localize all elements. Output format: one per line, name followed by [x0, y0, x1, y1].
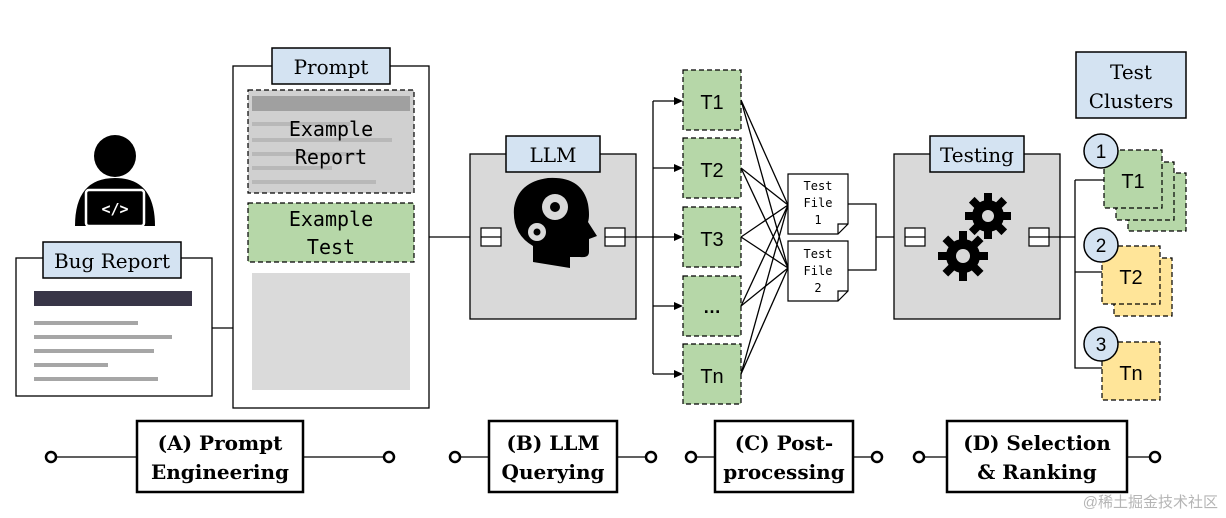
svg-text:T3: T3	[700, 229, 723, 251]
bug-report-label: Bug Report	[54, 249, 170, 273]
svg-text:Example: Example	[289, 117, 373, 141]
stage-a: (A) Prompt Engineering	[44, 419, 396, 494]
bug-report-slot	[252, 273, 410, 390]
prompt-label-box	[271, 47, 391, 85]
stage-a-line1: (A) Prompt	[158, 431, 283, 455]
testing-panel: Testing	[893, 135, 1061, 320]
rank-badge-2	[1083, 227, 1119, 263]
svg-text:Test: Test	[804, 179, 833, 193]
cluster-2: T2 2	[1083, 227, 1173, 317]
svg-text:…: …	[703, 297, 721, 317]
llm-label: LLM	[529, 143, 576, 167]
brain-gears-icon	[513, 177, 597, 268]
svg-text:</>: </>	[101, 200, 128, 218]
testing-label: Testing	[940, 143, 1014, 167]
svg-text:T1: T1	[1121, 171, 1144, 193]
stage-b: (B) LLM Querying	[448, 419, 658, 494]
svg-text:T2: T2	[700, 160, 723, 182]
cluster-branch-lines	[1049, 179, 1108, 369]
example-test-section: Example Test	[247, 202, 415, 263]
svg-text:Example: Example	[289, 207, 373, 231]
stage-d-line2: & Ranking	[977, 460, 1097, 484]
svg-text:Clusters: Clusters	[1089, 89, 1174, 113]
llm-panel: LLM	[469, 135, 637, 320]
developer-laptop-icon: </>	[75, 135, 155, 228]
cluster-3: Tn 3	[1083, 326, 1161, 401]
cluster-1: T1 1	[1083, 133, 1187, 232]
stage-d-line1: (D) Selection	[963, 431, 1111, 455]
svg-text:T2: T2	[1119, 267, 1142, 289]
svg-text:File: File	[804, 264, 833, 278]
test-clusters-label-box	[1075, 51, 1187, 119]
postprocess-lines	[740, 99, 789, 375]
stage-d: (D) Selection & Ranking	[912, 419, 1162, 494]
gears-icon	[938, 193, 1011, 281]
stage-c-line1: (C) Post-	[735, 431, 833, 455]
example-report-section: Example Report	[247, 89, 415, 194]
rank-badge-3	[1083, 326, 1119, 362]
svg-text:Test: Test	[804, 247, 833, 261]
svg-text:1: 1	[814, 213, 821, 227]
generated-test-ellipsis	[682, 275, 742, 337]
svg-text:2: 2	[814, 281, 821, 295]
generated-test-tn	[682, 343, 742, 405]
fanout-arrows	[653, 97, 683, 378]
watermark: @稀土掘金技术社区	[1083, 494, 1218, 511]
bug-report-card: Bug Report	[15, 241, 213, 397]
svg-text:File: File	[804, 196, 833, 210]
svg-text:Test: Test	[1110, 60, 1152, 84]
bug-report-label-box	[42, 241, 182, 279]
prompt-panel: Example Report Example Test Prompt	[232, 47, 430, 409]
stage-a-line2: Engineering	[151, 460, 289, 484]
stage-b-line1: (B) LLM	[506, 431, 599, 455]
stage-c-line2: processing	[723, 460, 844, 484]
svg-text:2: 2	[1096, 236, 1107, 257]
svg-text:1: 1	[1096, 142, 1107, 163]
svg-text:3: 3	[1096, 335, 1107, 356]
svg-text:Tn: Tn	[700, 366, 723, 388]
test-file-1: Test File 1	[787, 173, 849, 235]
svg-text:T1: T1	[700, 92, 723, 114]
test-file-2: Test File 2	[787, 240, 849, 302]
svg-text:Test: Test	[307, 235, 355, 259]
svg-text:Report: Report	[295, 145, 367, 169]
prompt-label: Prompt	[294, 55, 369, 79]
testing-label-box	[929, 135, 1025, 173]
llm-label-box	[505, 135, 601, 173]
generated-tests-column: T1 T2 T3 … Tn	[682, 69, 742, 405]
svg-text:Tn: Tn	[1119, 363, 1142, 385]
rank-badge-1	[1083, 133, 1119, 169]
stage-c: (C) Post- processing	[684, 419, 884, 494]
stage-b-line2: Querying	[502, 460, 605, 484]
